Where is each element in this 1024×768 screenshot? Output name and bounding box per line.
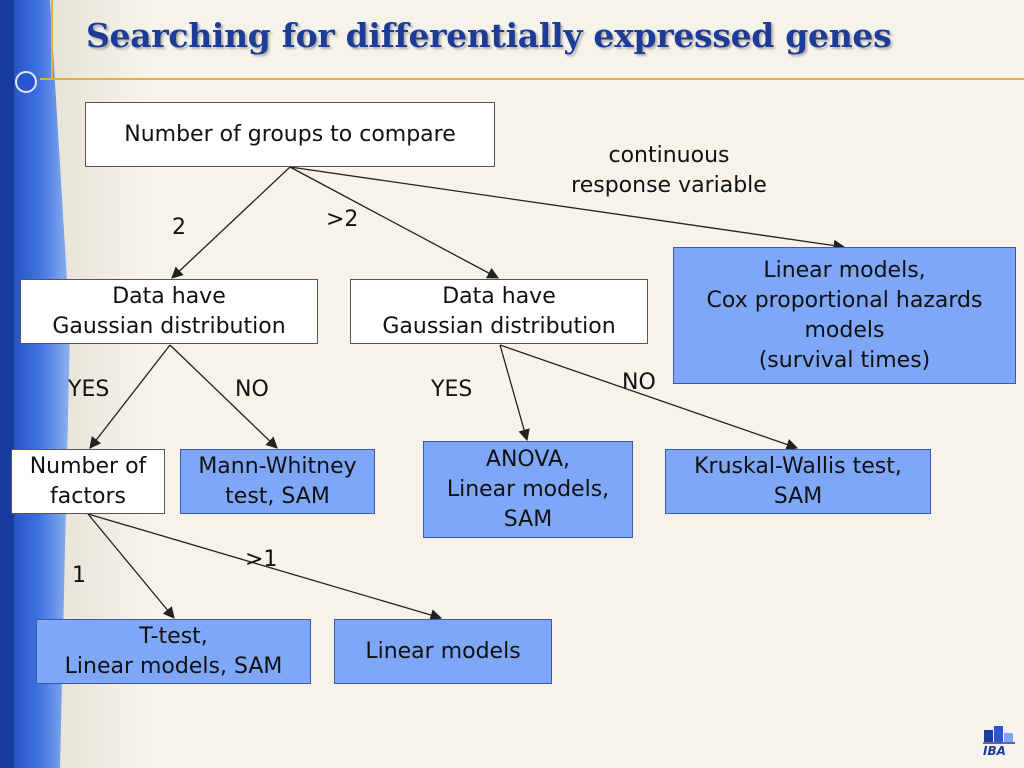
- edge-label-two: 2: [172, 215, 186, 240]
- edge-gauss-right-to-kruskal: [499, 344, 799, 451]
- edge-factors-to-ttest: [87, 513, 175, 619]
- iba-logo-icon: [983, 726, 1015, 744]
- edge-label-continuous-response: continuous response variable: [571, 143, 767, 198]
- edge-label-yes-right: YES: [431, 377, 473, 402]
- edge-groups-to-gauss-left: [171, 166, 291, 279]
- node-t-test: T-test, Linear models, SAM: [36, 619, 311, 684]
- node-mann-whitney: Mann-Whitney test, SAM: [180, 449, 375, 514]
- bullet-circle-icon: [15, 71, 37, 93]
- edge-gauss-right-to-anova: [499, 344, 530, 442]
- edge-gauss-left-to-mann-whitney: [169, 344, 278, 449]
- node-anova: ANOVA, Linear models, SAM: [423, 441, 633, 538]
- edge-label-more-than-one: >1: [245, 547, 278, 572]
- page-title: Searching for differentially expressed g…: [86, 16, 892, 55]
- node-number-of-groups: Number of groups to compare: [85, 102, 495, 167]
- iba-logo-text: IBA: [983, 744, 1006, 758]
- edge-factors-to-linear-models: [87, 513, 443, 621]
- edge-gauss-left-to-factors: [89, 344, 171, 449]
- edge-label-no-right: NO: [622, 370, 656, 395]
- node-gaussian-right: Data have Gaussian distribution: [350, 279, 648, 344]
- edge-label-more-than-two: >2: [326, 207, 359, 232]
- edge-label-yes-left: YES: [68, 377, 110, 402]
- node-linear-models: Linear models: [334, 619, 552, 684]
- left-blue-band: [0, 0, 70, 768]
- node-number-of-factors: Number of factors: [11, 449, 165, 514]
- edge-label-no-left: NO: [235, 377, 269, 402]
- edge-groups-to-linear-cox: [289, 166, 846, 252]
- node-gaussian-left: Data have Gaussian distribution: [20, 279, 318, 344]
- node-linear-cox-models: Linear models, Cox proportional hazards …: [673, 247, 1016, 384]
- edge-groups-to-gauss-right: [289, 166, 500, 279]
- node-kruskal-wallis: Kruskal-Wallis test, SAM: [665, 449, 931, 514]
- edge-label-one: 1: [72, 563, 86, 588]
